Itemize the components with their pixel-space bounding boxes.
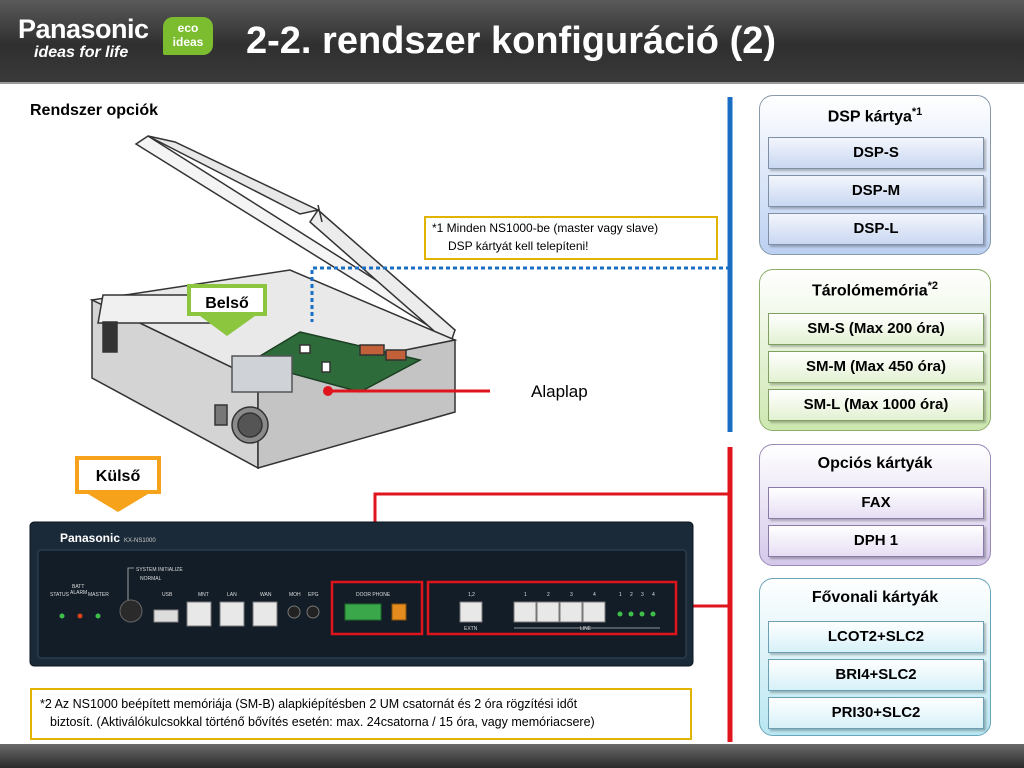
dsp-note-line2: DSP kártyát kell telepíteni!	[448, 239, 589, 253]
line-led-num-2: 2	[630, 592, 633, 598]
line-led-num-4: 4	[652, 592, 655, 598]
footer-bar	[0, 744, 1024, 768]
door-phone-terminal-green	[344, 603, 382, 621]
open-lid	[134, 135, 457, 347]
trunk-card-group: Fővonali kártyák LCOT2+SLC2 BRI4+SLC2 PR…	[759, 578, 991, 736]
memory-note: *2 Az NS1000 beépített memóriája (SM-B) …	[30, 688, 692, 740]
batt-label: BATT	[72, 584, 84, 590]
fax-item: FAX	[768, 487, 984, 519]
dsp-note-line1: *1 Minden NS1000-be (master vagy slave)	[432, 221, 659, 235]
system-initialize-label: SYSTEM INITIALIZE	[136, 567, 183, 573]
door-phone-terminal-orange	[391, 603, 407, 621]
door-phone-highlight	[330, 580, 424, 636]
dsp-note: *1 Minden NS1000-be (master vagy slave) …	[424, 216, 718, 260]
alarm-label: ALARM	[70, 590, 87, 596]
sm-l-item: SM-L (Max 1000 óra)	[768, 389, 984, 421]
kulso-arrow-head	[88, 494, 148, 512]
lan-port	[219, 601, 245, 627]
line-port-num-1: 1	[524, 592, 527, 598]
line-label: LINE	[580, 626, 592, 632]
eco-text: eco	[177, 21, 199, 35]
line-port-1	[513, 601, 537, 623]
lan-label: LAN	[227, 592, 237, 598]
extn-ports-label: 1,2	[468, 592, 475, 598]
dsp-card-group: DSP kártya*1 DSP-S DSP-M DSP-L	[759, 95, 991, 255]
line-led-3	[639, 611, 645, 617]
mnt-port	[186, 601, 212, 627]
sm-m-item: SM-M (Max 450 óra)	[768, 351, 984, 383]
line-led-num-3: 3	[641, 592, 644, 598]
memory-note-line2: biztosít. (Aktiválókulcsokkal történő bő…	[50, 715, 595, 729]
status-label: STATUS	[50, 592, 70, 598]
memory-note-line1: *2 Az NS1000 beépített memóriája (SM-B) …	[40, 697, 578, 711]
master-led	[95, 613, 101, 619]
front-panel: Panasonic KX-NS1000 SYSTEM INITIALIZE NO…	[29, 521, 694, 667]
dsp-connector	[310, 97, 733, 432]
line-port-2	[536, 601, 560, 623]
wan-label: WAN	[260, 592, 272, 598]
belso-label: Belső	[187, 284, 267, 316]
epg-label: EPG	[308, 592, 319, 598]
front-panel-model: KX-NS1000	[124, 538, 156, 544]
pri30-slc2-item: PRI30+SLC2	[768, 697, 984, 729]
sm-s-item: SM-S (Max 200 óra)	[768, 313, 984, 345]
normal-label: NORMAL	[140, 576, 162, 582]
option-card-group: Opciós kártyák FAX DPH 1	[759, 444, 991, 566]
eco-ideas-badge: eco ideas	[163, 17, 213, 55]
dsp-m-item: DSP-M	[768, 175, 984, 207]
system-initialize-switch	[119, 599, 143, 623]
dsp-footnote-ref: *1	[911, 106, 923, 118]
dph1-item: DPH 1	[768, 525, 984, 557]
dsp-s-item: DSP-S	[768, 137, 984, 169]
trunk-card-group-title: Fővonali kártyák	[811, 589, 939, 606]
mnt-label: MNT	[198, 592, 209, 598]
extn-port	[459, 601, 483, 623]
front-panel-brand: Panasonic	[60, 531, 120, 545]
section-subtitle: Rendszer opciók	[30, 102, 159, 119]
line-port-num-3: 3	[570, 592, 573, 598]
extn-label: EXTN	[464, 626, 478, 632]
status-led	[59, 613, 65, 619]
brand-tagline: ideas for life	[34, 44, 129, 61]
storage-footnote-ref: *2	[927, 280, 938, 292]
kulso-label: Külső	[75, 456, 161, 494]
line-led-num-1: 1	[619, 592, 622, 598]
brand-logo: Panasonic	[18, 14, 149, 44]
bri4-slc2-item: BRI4+SLC2	[768, 659, 984, 691]
line-port-num-2: 2	[547, 592, 550, 598]
epg-jack	[306, 605, 320, 619]
usb-label: USB	[162, 592, 173, 598]
line-led-4	[650, 611, 656, 617]
master-label: MASTER	[88, 592, 109, 598]
slide-title: 2-2. rendszer konfiguráció (2)	[246, 20, 777, 62]
alaplap-pointer-dot	[323, 386, 333, 396]
line-port-4	[582, 601, 606, 623]
alarm-led	[77, 613, 83, 619]
ideas-text: ideas	[172, 35, 204, 49]
door-phone-label: DOOR PHONE	[356, 592, 391, 598]
wan-port	[252, 601, 278, 627]
dsp-l-item: DSP-L	[768, 213, 984, 245]
chassis	[89, 269, 458, 470]
option-card-group-title: Opciós kártyák	[817, 455, 933, 472]
storage-memory-group-title: Tárolómemória*2	[812, 280, 938, 300]
header-bar: Panasonic ideas for life eco ideas 2-2. …	[0, 0, 1024, 84]
belso-arrow-head	[200, 316, 255, 336]
line-port-num-4: 4	[593, 592, 596, 598]
dsp-card-group-title: DSP kártya*1	[827, 106, 923, 126]
line-port-3	[559, 601, 583, 623]
lcot2-slc2-item: LCOT2+SLC2	[768, 621, 984, 653]
alaplap-label: Alaplap	[531, 382, 588, 401]
usb-port	[153, 609, 179, 623]
moh-label: MOH	[289, 592, 301, 598]
storage-memory-group: Tárolómemória*2 SM-S (Max 200 óra) SM-M …	[759, 269, 991, 431]
line-led-1	[617, 611, 623, 617]
moh-jack	[287, 605, 301, 619]
line-led-2	[628, 611, 634, 617]
extn-line-highlight	[426, 580, 678, 636]
